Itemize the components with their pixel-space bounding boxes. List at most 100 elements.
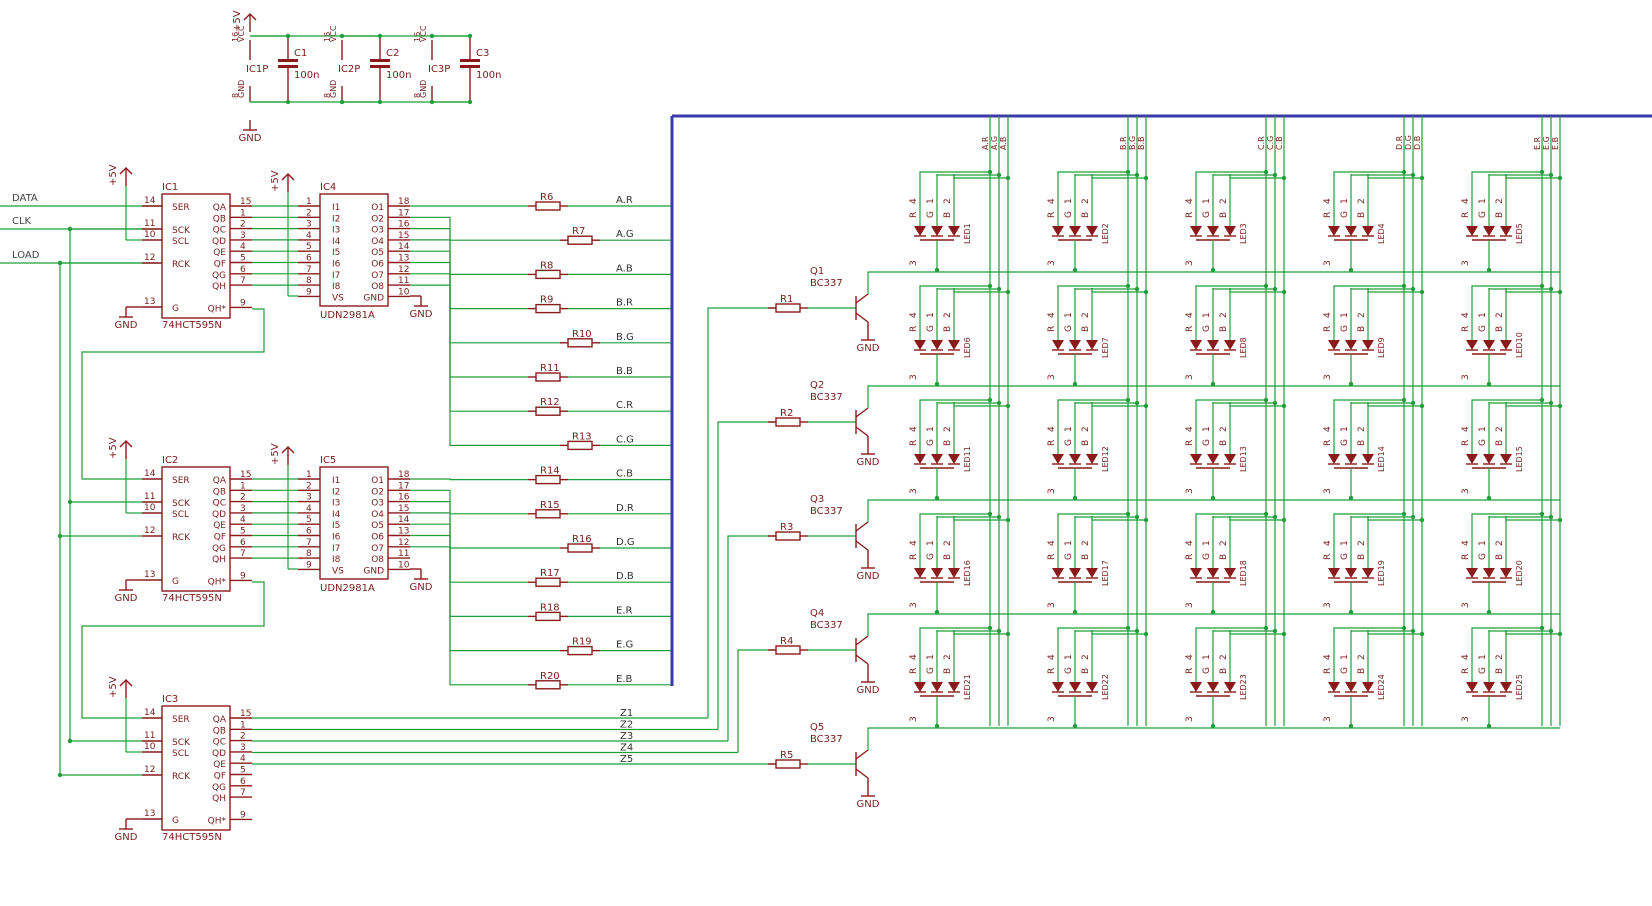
driver-pin-number: 11 bbox=[398, 276, 409, 286]
row-common-line bbox=[867, 499, 1560, 522]
shift-register-pin-number: 2 bbox=[240, 220, 246, 230]
led-diode-icon bbox=[1362, 568, 1374, 578]
driver-pin-name: GND bbox=[363, 566, 384, 576]
gnd-pin-label: GND bbox=[329, 80, 338, 98]
led-diode-icon bbox=[1500, 340, 1512, 350]
led-ref: LED25 bbox=[1515, 674, 1524, 700]
junction bbox=[1539, 511, 1545, 517]
bus-column-label: E.R bbox=[1533, 136, 1542, 150]
led-column-wire bbox=[1091, 402, 1146, 407]
led-diode-icon bbox=[931, 340, 943, 350]
junction bbox=[1410, 286, 1416, 292]
shift-register-pin-number: 13 bbox=[144, 297, 155, 307]
driver-pin-number: 5 bbox=[306, 515, 312, 525]
led-column-wire bbox=[1488, 402, 1551, 404]
junction bbox=[1348, 723, 1354, 729]
led-column-wire bbox=[1091, 174, 1146, 179]
led-pin-letter: G bbox=[1340, 667, 1350, 674]
column-net-label: B.B bbox=[616, 366, 633, 377]
led-column-wire bbox=[1350, 288, 1413, 290]
transistor-part: BC337 bbox=[810, 392, 843, 403]
led-pin-number: 4 bbox=[1323, 540, 1333, 546]
led-diode-icon bbox=[1052, 454, 1064, 464]
junction bbox=[1557, 631, 1563, 637]
shift-register-pin-number: 4 bbox=[240, 754, 246, 764]
resistor-body bbox=[775, 645, 801, 655]
led-column-wire bbox=[1212, 516, 1275, 518]
shift-register-part: 74HCT595N bbox=[162, 320, 222, 331]
led-pin-number: 2 bbox=[943, 198, 953, 204]
led-pin-number: 2 bbox=[1219, 426, 1229, 432]
resistor-body bbox=[775, 417, 801, 427]
led-common-pin: 3 bbox=[909, 488, 919, 494]
led-column-wire bbox=[953, 402, 1008, 407]
shift-register-pin-name: QA bbox=[213, 203, 227, 213]
led-column-wire bbox=[1195, 513, 1266, 516]
driver-pin-number: 13 bbox=[398, 254, 409, 264]
led-pin-letter: G bbox=[1202, 439, 1212, 446]
column-net-label: D.G bbox=[616, 537, 635, 548]
column-net-label: B.G bbox=[616, 332, 634, 343]
led-pin-number: 1 bbox=[1064, 540, 1074, 546]
pin-number: 16 bbox=[231, 32, 240, 42]
shift-register-pin-number: 1 bbox=[240, 720, 246, 730]
led-pin-letter: R bbox=[1047, 440, 1057, 446]
led-pin-letter: G bbox=[1340, 439, 1350, 446]
junction bbox=[987, 169, 993, 175]
junction bbox=[1281, 403, 1287, 409]
shift-register-pin-number: 14 bbox=[144, 196, 156, 206]
led-diode-icon bbox=[948, 682, 960, 692]
shift-register-pin-name: QB bbox=[213, 214, 226, 224]
junction bbox=[1210, 609, 1216, 615]
led-pin-letter: R bbox=[1047, 326, 1057, 332]
led-diode-icon bbox=[1466, 226, 1478, 236]
junction bbox=[1272, 628, 1278, 634]
led-ref: LED3 bbox=[1239, 223, 1248, 244]
shift-register-name: IC1 bbox=[162, 182, 178, 193]
led-pin-letter: B bbox=[943, 668, 953, 674]
vcc-arrow-icon bbox=[119, 440, 133, 448]
shift-register-pin-name: QE bbox=[213, 521, 226, 531]
led-pin-number: 2 bbox=[1219, 312, 1229, 318]
column-resistor: R20 bbox=[540, 671, 560, 682]
led-pin-number: 1 bbox=[1340, 654, 1350, 660]
led-pin-letter: G bbox=[1478, 325, 1488, 332]
led-diode-icon bbox=[1086, 340, 1098, 350]
shift-register-pin-number: 2 bbox=[240, 732, 246, 742]
junction bbox=[1134, 400, 1140, 406]
led-pin-number: 4 bbox=[1047, 540, 1057, 546]
led-pin-letter: R bbox=[1323, 440, 1333, 446]
shift-register-pin-number: 12 bbox=[144, 253, 155, 263]
bus-column-label: D.R bbox=[1395, 135, 1404, 150]
shift-register-name: IC3 bbox=[162, 694, 178, 705]
led-pin-letter: R bbox=[1461, 326, 1471, 332]
led-column-wire bbox=[1091, 288, 1146, 293]
junction bbox=[1263, 169, 1269, 175]
junction bbox=[996, 286, 1002, 292]
shift-register-pin-number: 14 bbox=[144, 708, 156, 718]
driver-pin-name: O8 bbox=[371, 282, 384, 292]
shift-register-pin-number: 11 bbox=[144, 492, 155, 502]
driver-pin-number: 12 bbox=[398, 538, 409, 548]
shift-register-name: IC2 bbox=[162, 455, 178, 466]
resistor-body bbox=[535, 611, 561, 622]
gnd-label: GND bbox=[410, 309, 433, 320]
ic-power-label: IC3P bbox=[428, 64, 450, 75]
led-column-wire bbox=[1074, 288, 1137, 290]
led-pin-number: 1 bbox=[926, 654, 936, 660]
led-diode-icon bbox=[1466, 568, 1478, 578]
led-diode-icon bbox=[914, 340, 926, 350]
led-diode-icon bbox=[1328, 340, 1340, 350]
led-pin-letter: R bbox=[1461, 554, 1471, 560]
led-pin-letter: R bbox=[909, 668, 919, 674]
driver-pin-name: I7 bbox=[332, 544, 340, 554]
junction bbox=[1272, 286, 1278, 292]
junction bbox=[996, 172, 1002, 178]
shift-register-pin-number: 12 bbox=[144, 526, 155, 536]
shift-register-pin-name: QA bbox=[213, 476, 227, 486]
junction bbox=[1348, 381, 1354, 387]
led-pin-letter: B bbox=[943, 212, 953, 218]
led-column-wire bbox=[1367, 288, 1422, 293]
led-column-wire bbox=[1505, 174, 1560, 179]
led-pin-number: 2 bbox=[1495, 654, 1505, 660]
